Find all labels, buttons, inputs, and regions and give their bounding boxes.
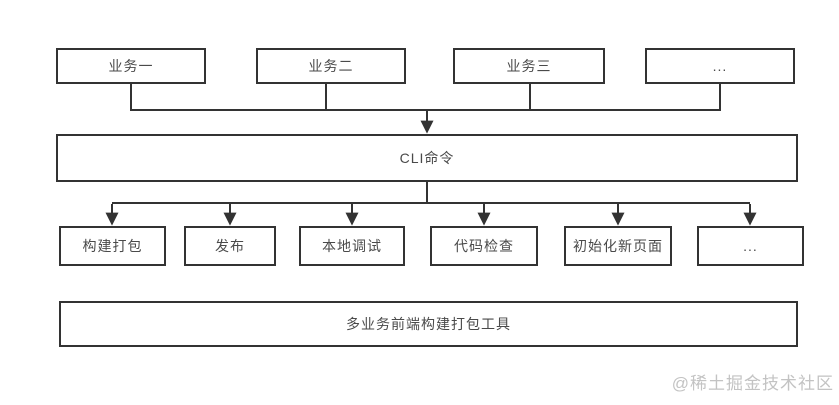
command-local-debug-box: 本地调试 xyxy=(299,226,405,266)
tool-base-box: 多业务前端构建打包工具 xyxy=(59,301,798,347)
command-init-new-page-box: 初始化新页面 xyxy=(564,226,672,266)
business-1-box: 业务一 xyxy=(56,48,206,84)
command-code-check-box: 代码检查 xyxy=(430,226,538,266)
command-more-box: ... xyxy=(697,226,804,266)
business-3-box: 业务三 xyxy=(453,48,605,84)
business-2-box: 业务二 xyxy=(256,48,406,84)
watermark-text: @稀土掘金技术社区 xyxy=(671,374,834,393)
command-build-package-box: 构建打包 xyxy=(59,226,166,266)
command-publish-box: 发布 xyxy=(184,226,276,266)
cli-command-box: CLI命令 xyxy=(56,134,798,182)
business-more-box: ... xyxy=(645,48,795,84)
businesses-to-cli-connector xyxy=(130,84,721,134)
cli-to-commands-connector xyxy=(105,182,757,226)
